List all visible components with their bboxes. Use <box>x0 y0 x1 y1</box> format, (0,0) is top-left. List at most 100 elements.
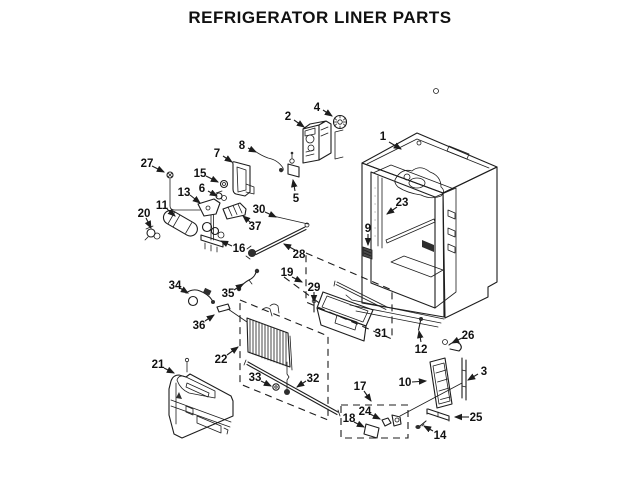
part-label-18: 18 <box>343 413 356 425</box>
page-title: REFRIGERATOR LINER PARTS <box>188 8 452 27</box>
damper-knob <box>332 114 348 160</box>
top-screw <box>433 88 439 94</box>
drain-tube-32 <box>243 359 341 417</box>
part-label-20: 20 <box>138 208 151 220</box>
part-label-8: 8 <box>239 140 246 152</box>
liner-rail-bar <box>385 218 436 244</box>
part-label-31: 31 <box>375 328 388 340</box>
screw-12 <box>417 317 423 331</box>
leader-23 <box>386 206 398 215</box>
part-label-27: 27 <box>141 158 154 170</box>
part-label-2: 2 <box>285 111 291 123</box>
part-label-6: 6 <box>199 183 205 195</box>
bracket-7 <box>232 161 255 197</box>
tray-dashed-box <box>305 252 393 340</box>
leader-22 <box>226 346 239 356</box>
pad-18 <box>363 423 380 439</box>
leader-27 <box>151 165 165 173</box>
harness-34 <box>185 287 215 307</box>
fastener-24 <box>381 382 463 427</box>
part-label-34: 34 <box>169 280 182 292</box>
leader-36 <box>204 314 215 322</box>
wire-8 <box>251 148 284 173</box>
mounting-line <box>399 382 463 417</box>
part-label-19: 19 <box>281 267 294 279</box>
evaporator-dashed-box <box>239 299 329 421</box>
leader-16 <box>219 240 233 247</box>
knob-bracket <box>334 129 344 160</box>
part-label-36: 36 <box>193 320 206 332</box>
part-label-24: 24 <box>359 406 372 418</box>
part-label-16: 16 <box>233 243 246 255</box>
part-label-37: 37 <box>249 221 262 233</box>
kit-dashed-box-17 <box>340 404 409 439</box>
thermistor-clip <box>287 151 300 178</box>
part-label-9: 9 <box>365 223 371 235</box>
leader-33 <box>260 379 272 387</box>
harness-35 <box>236 268 260 292</box>
leader-21 <box>163 366 175 374</box>
leader-17 <box>363 390 372 402</box>
water-tube-28 <box>245 215 310 260</box>
leader-24 <box>369 412 381 420</box>
lamp-housing <box>394 167 444 199</box>
valve-16 <box>200 221 225 253</box>
part-label-1: 1 <box>380 131 387 143</box>
leader-19 <box>291 275 303 283</box>
nut-15 <box>219 179 229 189</box>
part-label-28: 28 <box>293 249 306 261</box>
leader-6 <box>207 189 218 197</box>
leader-1 <box>388 141 402 150</box>
leader-7 <box>222 155 233 163</box>
part-label-7: 7 <box>214 148 220 160</box>
part-label-33: 33 <box>249 372 262 384</box>
leader-37 <box>242 215 251 224</box>
cover-37 <box>222 202 247 220</box>
part-label-3: 3 <box>481 366 487 378</box>
leader-30 <box>264 211 278 218</box>
damper-assembly <box>302 120 332 164</box>
rail-3 <box>461 357 467 401</box>
filter-cylinder-11 <box>162 209 198 237</box>
part-label-4: 4 <box>314 102 321 114</box>
part-label-12: 12 <box>415 344 428 356</box>
part-label-32: 32 <box>307 373 320 385</box>
clip-6 <box>215 190 227 201</box>
part-label-5: 5 <box>293 193 300 205</box>
leader-8 <box>247 145 257 153</box>
top-tab <box>446 145 470 160</box>
part-label-22: 22 <box>215 354 228 366</box>
part-label-23: 23 <box>396 197 409 209</box>
screw-14 <box>415 420 427 429</box>
part-label-30: 30 <box>253 204 266 216</box>
leader-11 <box>166 208 176 217</box>
liner-cabinet <box>333 88 498 328</box>
leader-20 <box>144 217 152 229</box>
bracket-25 <box>426 408 450 422</box>
ladder-bracket-10 <box>429 357 453 409</box>
part-label-13: 13 <box>178 187 191 199</box>
leader-15 <box>205 175 219 183</box>
part-label-35: 35 <box>222 288 235 300</box>
liner-air-grille <box>362 246 373 260</box>
leader-4 <box>322 109 333 117</box>
leader-lines <box>144 109 479 433</box>
leader-2 <box>293 119 305 128</box>
part-labels: 1 2 3 4 5 6 7 8 9 10 11 12 13 14 15 16 1… <box>138 102 488 442</box>
liner-floor-recess <box>390 255 444 278</box>
leader-14 <box>423 425 434 433</box>
part-label-21: 21 <box>152 359 165 371</box>
leader-10 <box>411 378 428 385</box>
leader-35 <box>233 283 244 291</box>
liner-tube-channel <box>377 175 383 249</box>
clip-26 <box>442 339 462 352</box>
leader-5 <box>291 178 298 192</box>
elbow-20 <box>144 225 161 241</box>
leader-28 <box>283 243 296 251</box>
water-tube-30 <box>272 215 309 225</box>
liner-floor-vent <box>422 240 434 252</box>
part-label-17: 17 <box>354 381 367 393</box>
leader-32 <box>296 380 307 388</box>
